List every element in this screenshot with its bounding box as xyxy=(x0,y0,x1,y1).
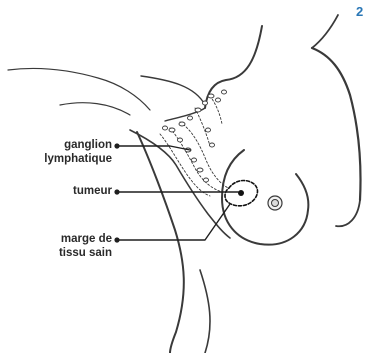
lymph-vessel-3 xyxy=(195,108,210,146)
dot-marge xyxy=(114,237,119,242)
label-ganglion: ganglion lymphatique xyxy=(44,138,112,166)
lymph-nodes xyxy=(163,90,227,182)
label-tumeur-text: tumeur xyxy=(73,184,112,198)
arm-line xyxy=(8,68,150,110)
torso-right-outline xyxy=(312,48,361,200)
pointer-ganglion xyxy=(117,146,190,150)
label-marge-line2: tissu sain xyxy=(59,246,112,260)
shoulder-line xyxy=(141,76,205,105)
pointer-marge xyxy=(117,204,230,240)
dot-tumeur xyxy=(114,189,119,194)
arm-lower-line xyxy=(60,103,130,115)
breast-left-outline xyxy=(222,150,308,245)
dot-ganglion xyxy=(114,143,119,148)
label-ganglion-line1: ganglion xyxy=(44,138,112,152)
label-marge: marge de tissu sain xyxy=(59,232,112,260)
neck-right-outline xyxy=(312,15,338,48)
label-marge-line1: marge de xyxy=(59,232,112,246)
torso-bottom-line xyxy=(200,270,210,353)
nipple-inner xyxy=(272,200,279,207)
label-ganglion-line2: lymphatique xyxy=(44,152,112,166)
lymph-vessel-5 xyxy=(160,134,210,196)
breast-right-outline xyxy=(336,200,360,226)
tumor-mark xyxy=(238,190,244,196)
label-tumeur: tumeur xyxy=(73,184,112,198)
figure-number: 2 xyxy=(356,4,363,19)
